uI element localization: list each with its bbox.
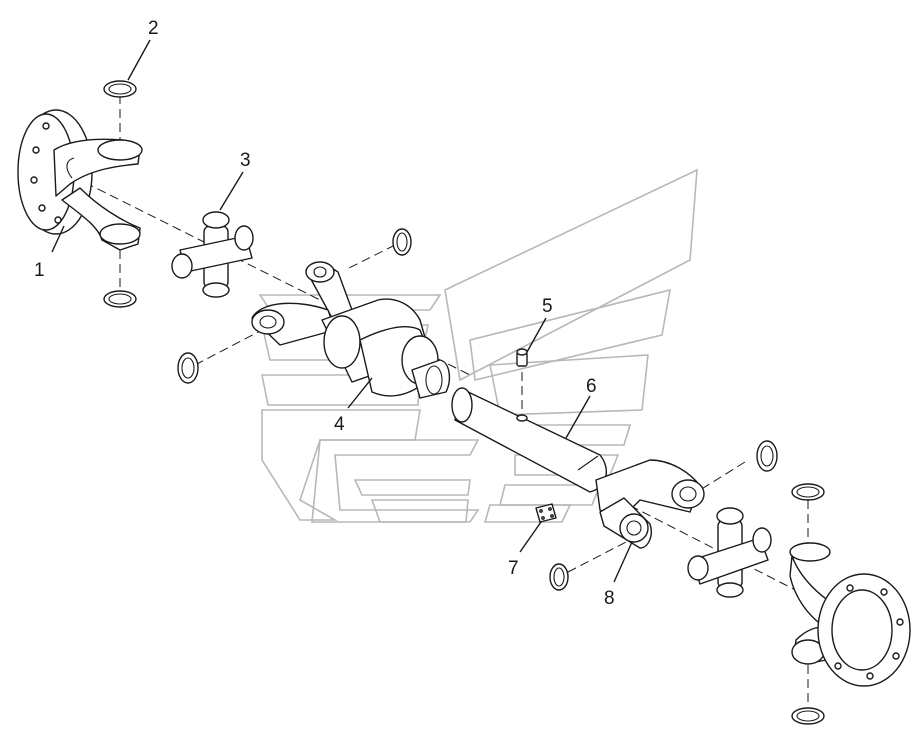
callout-6: 6 (586, 376, 597, 397)
callout-3: 3 (240, 150, 251, 171)
snap-ring-right-lower (549, 563, 569, 591)
flange-yoke-left (17, 109, 143, 251)
snap-ring-left-lower (177, 352, 199, 384)
balance-plate (535, 503, 557, 523)
callout-8: 8 (604, 588, 615, 609)
grease-nipple (516, 348, 528, 367)
callout-4: 4 (334, 414, 345, 435)
flange-yoke-right (789, 542, 911, 687)
callout-7: 7 (508, 558, 519, 579)
assembly-centerlines (59, 95, 816, 705)
snap-ring-right-upper (756, 440, 778, 472)
tube-yoke-right (595, 459, 705, 549)
snap-ring-2-top (103, 80, 137, 98)
slip-yoke-tube (251, 261, 451, 399)
snap-ring-right-top (791, 483, 825, 501)
callout-1: 1 (34, 260, 45, 281)
callout-5: 5 (542, 296, 553, 317)
universal-joint-cross-left (171, 211, 254, 298)
callout-labels: 1 2 3 4 5 6 7 8 (34, 18, 615, 609)
universal-joint-cross-right (687, 507, 772, 598)
snap-ring-left-upper (392, 228, 412, 256)
callout-2: 2 (148, 18, 159, 39)
callout-leaders (51, 39, 633, 583)
snap-ring-right-bottom (791, 707, 825, 725)
snap-ring-2-bottom (103, 290, 137, 308)
